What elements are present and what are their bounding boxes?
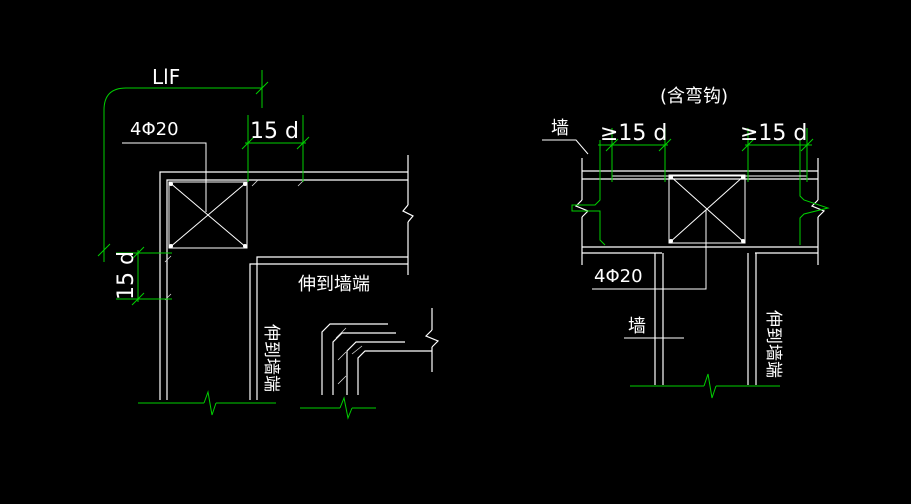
right-wall-top-label: 墙 [551, 118, 569, 139]
right-wall-outline [574, 158, 826, 385]
left-rebar-label: 4Φ20 [130, 119, 179, 140]
left-extend-vertical-label: 伸到墙端 [261, 324, 281, 392]
right-tee-detail: (含弯钩) ≥15 d ≥15 d 墙 4Φ20 [542, 86, 830, 399]
right-extend-vertical-label: 伸到墙端 [763, 310, 783, 378]
right-15d-right-dimension: ≥15 d [740, 121, 814, 182]
left-corner-column [164, 179, 305, 301]
right-center-column [668, 174, 746, 244]
right-wall-bottom-callout: 墙 [624, 316, 684, 339]
right-hooked-top-bar [611, 150, 808, 177]
right-wall-bottom-label: 墙 [628, 316, 646, 337]
left-15d-top-label: 15 d [250, 119, 299, 144]
left-llf-label: LlF [152, 65, 180, 89]
left-llf-dimension: LlF [97, 65, 269, 262]
right-bottom-break-line [630, 373, 780, 399]
left-bottom-break-line [138, 390, 276, 416]
left-15d-side-dimension: 15 d [114, 246, 172, 306]
right-rebar-callout: 4Φ20 [592, 210, 707, 290]
left-corner-detail: LlF 4Φ20 15 d 15 d 伸到墙端 伸到墙端 [97, 65, 440, 420]
left-extend-horizontal-label: 伸到墙端 [298, 274, 370, 295]
left-inset-elbow-detail [300, 308, 440, 420]
right-hook-note-label: (含弯钩) [660, 86, 728, 107]
right-wall-top-callout: 墙 [542, 118, 589, 155]
left-15d-side-label: 15 d [114, 251, 139, 300]
right-rebar-label: 4Φ20 [594, 266, 643, 287]
right-side-break-lines [571, 140, 830, 246]
left-rebar-callout: 4Φ20 [122, 119, 207, 212]
left-15d-top-dimension: 15 d [241, 115, 310, 182]
right-15d-right-label: ≥15 d [740, 121, 807, 146]
right-15d-left-label: ≥15 d [600, 121, 667, 146]
right-15d-left-dimension: ≥15 d [598, 121, 672, 182]
left-wall-outline [159, 155, 414, 400]
